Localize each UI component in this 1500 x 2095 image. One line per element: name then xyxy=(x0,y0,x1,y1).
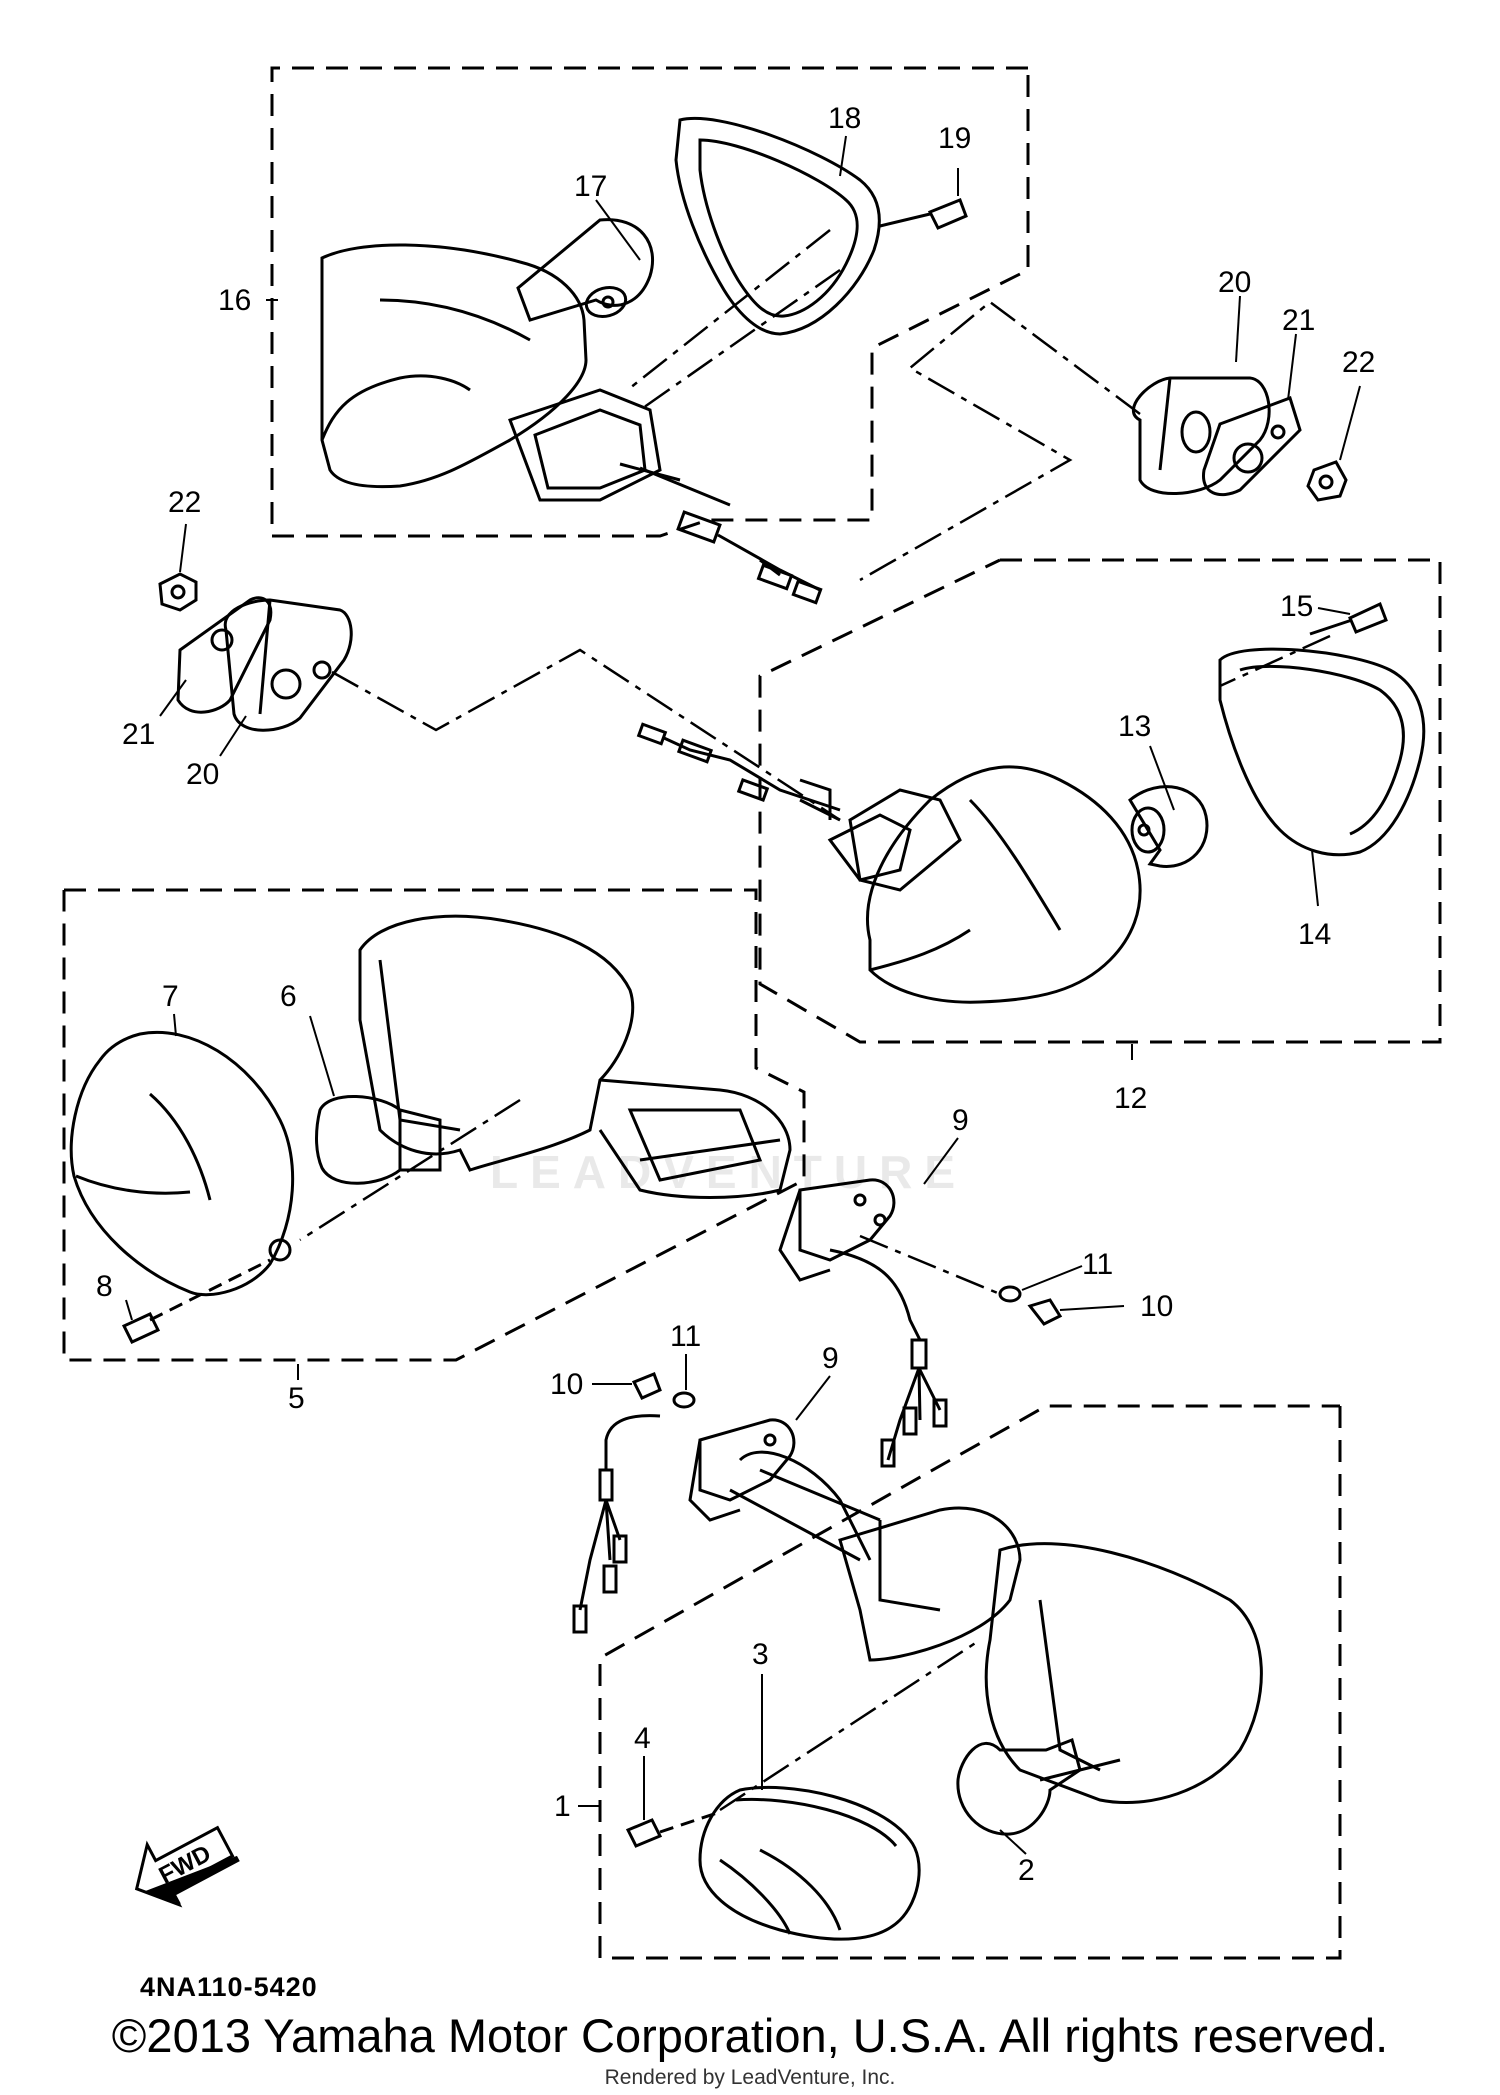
mount-line-right xyxy=(859,300,1141,582)
rendered-by-text: Rendered by LeadVenture, Inc. xyxy=(604,2066,896,2089)
callout-17: 17 xyxy=(574,170,607,203)
bulb-13 xyxy=(1128,785,1209,868)
bulb-17 xyxy=(516,218,655,322)
callout-20-right: 20 xyxy=(1218,266,1251,299)
leader-21r xyxy=(1287,333,1297,401)
callout-10-upper: 10 xyxy=(1140,1290,1173,1323)
leader-14 xyxy=(1311,849,1319,907)
copyright-text: ©2013 Yamaha Motor Corporation, U.S.A. A… xyxy=(111,2009,1389,2062)
turn-signal-lens-12 xyxy=(866,765,1142,1004)
turn-signal-socket-16 xyxy=(508,388,823,605)
leader-22r xyxy=(1339,385,1361,461)
plate-21-left xyxy=(176,596,273,714)
lens-housing-18 xyxy=(674,117,881,336)
leader-6 xyxy=(309,1015,335,1097)
watermark-text: LEADVENTURE xyxy=(490,1146,968,1198)
screw-10-lower xyxy=(631,1372,662,1400)
leader-22l xyxy=(179,523,187,573)
screw-19 xyxy=(879,198,968,230)
callout-18: 18 xyxy=(828,102,861,135)
callout-19: 19 xyxy=(938,122,971,155)
lens-7 xyxy=(69,1030,295,1297)
assembly-line-5a xyxy=(299,1098,521,1242)
bulb-6 xyxy=(315,1095,442,1185)
leader-13 xyxy=(1149,745,1175,811)
turn-signal-socket-12 xyxy=(636,722,962,892)
leader-9a xyxy=(923,1137,959,1185)
assembly-12-box xyxy=(758,558,1442,1044)
callout-11-lower: 11 xyxy=(670,1320,701,1353)
leader-10a xyxy=(1059,1305,1125,1311)
callout-20-left: 20 xyxy=(186,758,219,791)
callout-13: 13 xyxy=(1118,710,1151,743)
screw-15 xyxy=(1309,601,1388,636)
assembly-5-box xyxy=(62,888,806,1362)
assembly-line-16b xyxy=(639,268,841,412)
wire-harness-lower xyxy=(572,1414,661,1634)
leader-11a xyxy=(1021,1265,1083,1291)
callout-22-left: 22 xyxy=(168,486,201,519)
callout-9-upper: 9 xyxy=(952,1104,969,1137)
fwd-arrow-icon: FWD xyxy=(134,1825,240,1908)
rubber-mount-20-left xyxy=(223,598,353,732)
callout-11-upper: 11 xyxy=(1082,1248,1113,1281)
leader-17 xyxy=(595,199,641,261)
diagram-code: 4NA110-5420 xyxy=(140,1972,318,2002)
leader-7 xyxy=(173,1013,177,1037)
washer-11-lower xyxy=(672,1391,696,1409)
callout-16: 16 xyxy=(218,284,251,317)
wire-harness-upper xyxy=(829,1248,948,1468)
housing-1 xyxy=(729,1450,1263,1805)
assembly-line-12 xyxy=(1219,634,1331,688)
callout-21-right: 21 xyxy=(1282,304,1315,337)
callout-7: 7 xyxy=(162,980,179,1013)
leader-20l xyxy=(219,715,247,757)
assembly-line-5b xyxy=(859,1234,1001,1296)
callout-9-lower: 9 xyxy=(822,1342,839,1375)
leader-15 xyxy=(1317,607,1351,615)
leader-20r xyxy=(1235,295,1241,363)
callout-22-right: 22 xyxy=(1342,346,1375,379)
rubber-mount-20-right xyxy=(1132,376,1271,495)
screw-10-upper xyxy=(1027,1298,1063,1326)
turn-signal-lens-16 xyxy=(320,243,588,489)
callout-5: 5 xyxy=(288,1382,305,1415)
nut-22-right xyxy=(1306,460,1348,502)
plate-21-right xyxy=(1202,396,1302,497)
assembly-16-box xyxy=(270,66,1030,538)
mount-line-left xyxy=(331,648,841,822)
leader-9b xyxy=(795,1375,831,1421)
callout-12: 12 xyxy=(1114,1082,1147,1115)
leader-2 xyxy=(999,1829,1027,1855)
washer-11-upper xyxy=(998,1285,1022,1303)
callout-8: 8 xyxy=(96,1270,113,1303)
leader-18 xyxy=(839,135,847,177)
housing-5 xyxy=(358,914,792,1199)
leader-21l xyxy=(159,679,187,717)
callout-4: 4 xyxy=(634,1722,651,1755)
bracket-9-upper xyxy=(778,1178,896,1282)
screw-4 xyxy=(625,1810,721,1848)
callout-14: 14 xyxy=(1298,918,1331,951)
callout-6: 6 xyxy=(280,980,297,1013)
bulb-2 xyxy=(956,1738,1082,1836)
nut-22-left xyxy=(158,572,198,612)
bracket-9-lower xyxy=(688,1418,796,1522)
assembly-line-16a xyxy=(629,229,831,389)
leader-8 xyxy=(125,1299,133,1321)
assembly-1-box xyxy=(598,1404,1342,1960)
callout-15: 15 xyxy=(1280,590,1313,623)
callout-2: 2 xyxy=(1018,1854,1035,1887)
lens-3 xyxy=(698,1786,921,1941)
callout-1: 1 xyxy=(554,1790,571,1823)
callout-21-left: 21 xyxy=(122,718,155,751)
screw-8 xyxy=(121,1258,271,1344)
lens-housing-14 xyxy=(1218,647,1426,857)
callout-3: 3 xyxy=(752,1638,769,1671)
callout-10-lower: 10 xyxy=(550,1368,583,1401)
